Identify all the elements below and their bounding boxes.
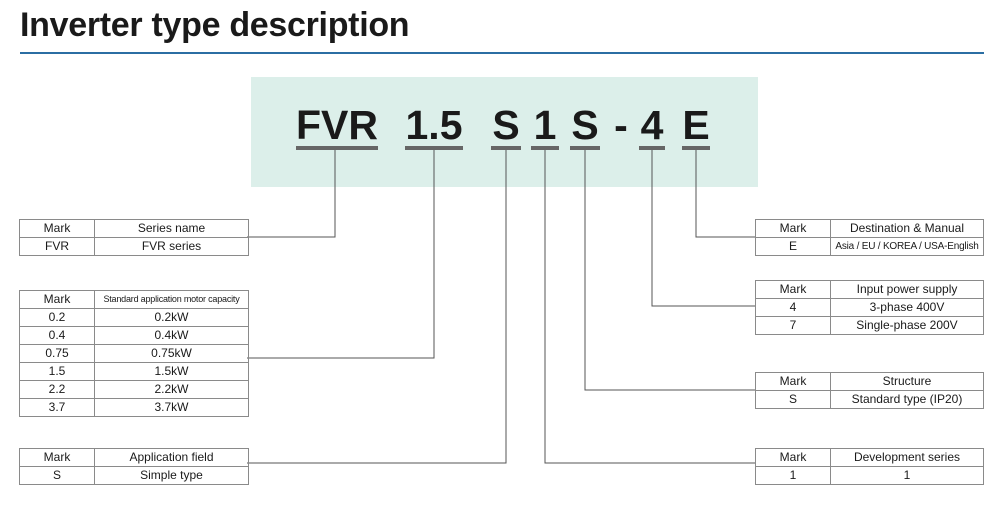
table-row: 0.4 0.4kW — [19, 326, 249, 345]
table-row: S Simple type — [19, 466, 249, 485]
table-row: 3.7 3.7kW — [19, 398, 249, 417]
mark-cell: 0.2 — [19, 308, 95, 327]
connector-capacity — [247, 150, 435, 359]
mark-cell: 2.2 — [19, 380, 95, 399]
header-cell: Series name — [94, 219, 249, 238]
underline-destination — [682, 146, 710, 150]
table-row: FVR FVR series — [19, 237, 249, 256]
underline-structure — [570, 146, 600, 150]
header-cell: Destination & Manual — [830, 219, 984, 238]
capacity-table: Mark Standard application motor capacity… — [19, 290, 249, 417]
value-cell: 1.5kW — [94, 362, 249, 381]
page-title: Inverter type description — [20, 6, 410, 44]
title-rule — [20, 52, 984, 54]
value-cell: Simple type — [94, 466, 249, 485]
structure-table: Mark Structure S Standard type (IP20) — [755, 372, 984, 409]
table-header-row: Mark Application field — [19, 448, 249, 467]
table-row: 2.2 2.2kW — [19, 380, 249, 399]
value-cell: 0.2kW — [94, 308, 249, 327]
application-table: Mark Application field S Simple type — [19, 448, 249, 485]
connector-structure — [584, 150, 755, 391]
value-cell: FVR series — [94, 237, 249, 256]
mark-cell: 0.4 — [19, 326, 95, 345]
underline-application — [491, 146, 521, 150]
connector-development — [544, 150, 755, 464]
table-row: S Standard type (IP20) — [755, 390, 984, 409]
code-dash: - — [614, 102, 628, 148]
mark-cell: 3.7 — [19, 398, 95, 417]
header-cell: Development series — [830, 448, 984, 467]
header-cell: Standard application motor capacity — [94, 290, 249, 309]
header-cell: Mark — [755, 280, 831, 299]
code-power: 4 — [640, 102, 664, 148]
header-cell: Structure — [830, 372, 984, 391]
mark-cell: 7 — [755, 316, 831, 335]
table-header-row: Mark Series name — [19, 219, 249, 238]
connector-application — [247, 150, 507, 464]
value-cell: 0.75kW — [94, 344, 249, 363]
table-header-row: Mark Standard application motor capacity — [19, 290, 249, 309]
header-cell: Mark — [755, 219, 831, 238]
mark-cell: E — [755, 237, 831, 256]
mark-cell: 0.75 — [19, 344, 95, 363]
underline-power — [639, 146, 665, 150]
mark-cell: S — [755, 390, 831, 409]
table-header-row: Mark Development series — [755, 448, 984, 467]
value-cell: 3-phase 400V — [830, 298, 984, 317]
header-cell: Mark — [19, 290, 95, 309]
table-header-row: Mark Destination & Manual — [755, 219, 984, 238]
table-row: 0.2 0.2kW — [19, 308, 249, 327]
value-cell: Single-phase 200V — [830, 316, 984, 335]
connector-power — [651, 150, 755, 307]
mark-cell: S — [19, 466, 95, 485]
table-row: 1 1 — [755, 466, 984, 485]
development-table: Mark Development series 1 1 — [755, 448, 984, 485]
code-application: S — [492, 102, 520, 148]
connector-series — [247, 150, 336, 238]
value-cell: 1 — [830, 466, 984, 485]
destination-table: Mark Destination & Manual E Asia / EU / … — [755, 219, 984, 256]
header-cell: Application field — [94, 448, 249, 467]
header-cell: Mark — [755, 448, 831, 467]
underline-series — [296, 146, 378, 150]
header-cell: Mark — [19, 448, 95, 467]
underline-capacity — [405, 146, 463, 150]
table-header-row: Mark Structure — [755, 372, 984, 391]
code-destination: E — [682, 102, 710, 148]
mark-cell: 1.5 — [19, 362, 95, 381]
table-row: 1.5 1.5kW — [19, 362, 249, 381]
connector-destination — [695, 150, 755, 238]
table-row: 4 3-phase 400V — [755, 298, 984, 317]
code-series: FVR — [296, 102, 378, 148]
value-cell: 3.7kW — [94, 398, 249, 417]
series-table: Mark Series name FVR FVR series — [19, 219, 249, 256]
mark-cell: 1 — [755, 466, 831, 485]
table-header-row: Mark Input power supply — [755, 280, 984, 299]
power-table: Mark Input power supply 4 3-phase 400V 7… — [755, 280, 984, 335]
mark-cell: FVR — [19, 237, 95, 256]
value-cell: 0.4kW — [94, 326, 249, 345]
table-row: E Asia / EU / KOREA / USA-English — [755, 237, 984, 256]
mark-cell: 4 — [755, 298, 831, 317]
code-structure: S — [571, 102, 599, 148]
table-row: 0.75 0.75kW — [19, 344, 249, 363]
table-row: 7 Single-phase 200V — [755, 316, 984, 335]
value-cell: Asia / EU / KOREA / USA-English — [830, 237, 984, 256]
header-cell: Mark — [19, 219, 95, 238]
header-cell: Mark — [755, 372, 831, 391]
underline-development — [531, 146, 559, 150]
code-development: 1 — [533, 102, 557, 148]
code-capacity: 1.5 — [405, 102, 463, 148]
header-cell: Input power supply — [830, 280, 984, 299]
value-cell: 2.2kW — [94, 380, 249, 399]
value-cell: Standard type (IP20) — [830, 390, 984, 409]
